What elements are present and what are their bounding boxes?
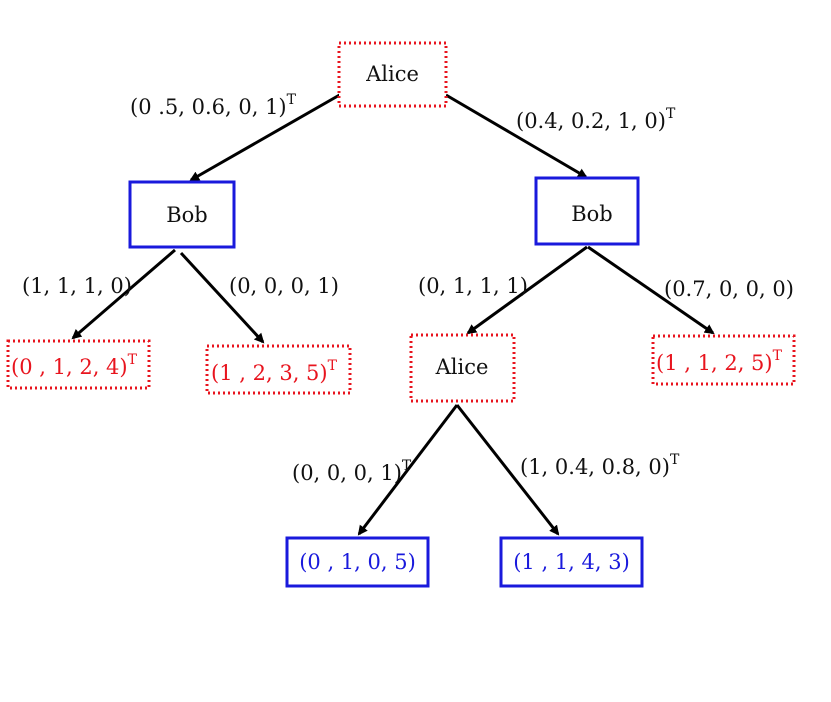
edge-bob-right-to-leaf-3: [587, 245, 715, 335]
node-bob-left: Bob: [128, 180, 236, 249]
leaf-1-transpose: T: [128, 352, 138, 368]
edge-alice-to-leaf-5: [455, 404, 560, 536]
edge-label-root-to-bob-right: (0.4, 0.2, 1, 0)T: [516, 106, 676, 133]
leaf-1-box: [6, 339, 151, 390]
edge-label-bob-right-to-alice: (0, 1, 1, 1): [418, 274, 528, 298]
edge-label-alice-to-leaf-4: (0, 0, 0, 1)T: [292, 458, 412, 485]
leaf-1: (0 , 1, 2, 4)T: [6, 339, 151, 390]
edge-label-root-to-bob-left: (0 .5, 0.6, 0, 1)T: [130, 92, 297, 119]
node-alice-mid-box: [409, 333, 516, 403]
leaf-3-label: (1 , 1, 2, 5)T: [656, 348, 783, 375]
leaf-3: (1 , 1, 2, 5)T: [651, 334, 796, 386]
edge-label-root-to-bob-right-value: (0.4, 0.2, 1, 0): [516, 109, 666, 133]
node-alice-root: Alice: [337, 41, 448, 108]
edge-label-bob-left-to-leaf-2: (0, 0, 0, 1): [229, 274, 339, 298]
leaf-5: (1 , 1, 4, 3): [499, 536, 644, 588]
leaf-2-label: (1 , 2, 3, 5)T: [211, 358, 338, 385]
leaf-1-value: (0 , 1, 2, 4): [11, 355, 128, 379]
leaf-4-label: (0 , 1, 0, 5): [299, 550, 416, 574]
edge-root-to-bob-right: [445, 93, 588, 179]
node-alice-root-label: Alice: [365, 62, 419, 86]
node-alice-root-box: [337, 41, 448, 108]
edge-label-alice-to-leaf-5-value: (1, 0.4, 0.8, 0): [520, 455, 670, 479]
node-bob-right-box: [534, 176, 640, 246]
node-bob-left-box: [128, 180, 236, 249]
node-alice-mid-label: Alice: [435, 355, 489, 379]
leaf-2-box: [205, 344, 352, 395]
edge-label-root-to-bob-left-value: (0 .5, 0.6, 0, 1): [130, 95, 287, 119]
edge-labels: (0 .5, 0.6, 0, 1)T (0.4, 0.2, 1, 0)T (1,…: [22, 92, 794, 485]
edge-label-root-to-bob-left-transpose: T: [287, 92, 297, 108]
leaf-4: (0 , 1, 0, 5): [285, 536, 430, 588]
leaf-1-label: (0 , 1, 2, 4)T: [11, 352, 138, 379]
leaf-2: (1 , 2, 3, 5)T: [205, 344, 352, 395]
edge-alice-to-leaf-4: [357, 404, 459, 536]
edges: [71, 91, 715, 536]
node-alice-mid: Alice: [409, 333, 516, 403]
leaf-3-value: (1 , 1, 2, 5): [656, 351, 773, 375]
edge-bob-right-to-alice: [466, 245, 588, 335]
leaf-2-value: (1 , 2, 3, 5): [211, 361, 328, 385]
node-bob-right-label: Bob: [571, 202, 613, 226]
edge-label-bob-left-to-leaf-1: (1, 1, 1, 0): [22, 274, 132, 298]
leaf-5-box: [499, 536, 644, 588]
edge-label-alice-to-leaf-4-transpose: T: [402, 458, 412, 474]
edge-label-root-to-bob-right-transpose: T: [666, 106, 676, 122]
node-bob-right: Bob: [534, 176, 640, 246]
leaf-2-transpose: T: [328, 358, 338, 374]
edge-root-to-bob-left: [189, 91, 344, 182]
edge-label-alice-to-leaf-5: (1, 0.4, 0.8, 0)T: [520, 452, 680, 479]
edge-label-alice-to-leaf-4-value: (0, 0, 0, 1): [292, 461, 402, 485]
edge-label-alice-to-leaf-5-transpose: T: [670, 452, 680, 468]
edge-bob-left-to-leaf-1: [71, 248, 176, 340]
leaf-5-label: (1 , 1, 4, 3): [513, 550, 630, 574]
leaf-4-box: [285, 536, 430, 588]
edge-label-bob-right-to-leaf-3: (0.7, 0, 0, 0): [664, 277, 794, 301]
node-bob-left-label: Bob: [166, 203, 208, 227]
leaf-3-transpose: T: [773, 348, 783, 364]
leaf-3-box: [651, 334, 796, 386]
edge-bob-left-to-leaf-2: [179, 251, 265, 344]
